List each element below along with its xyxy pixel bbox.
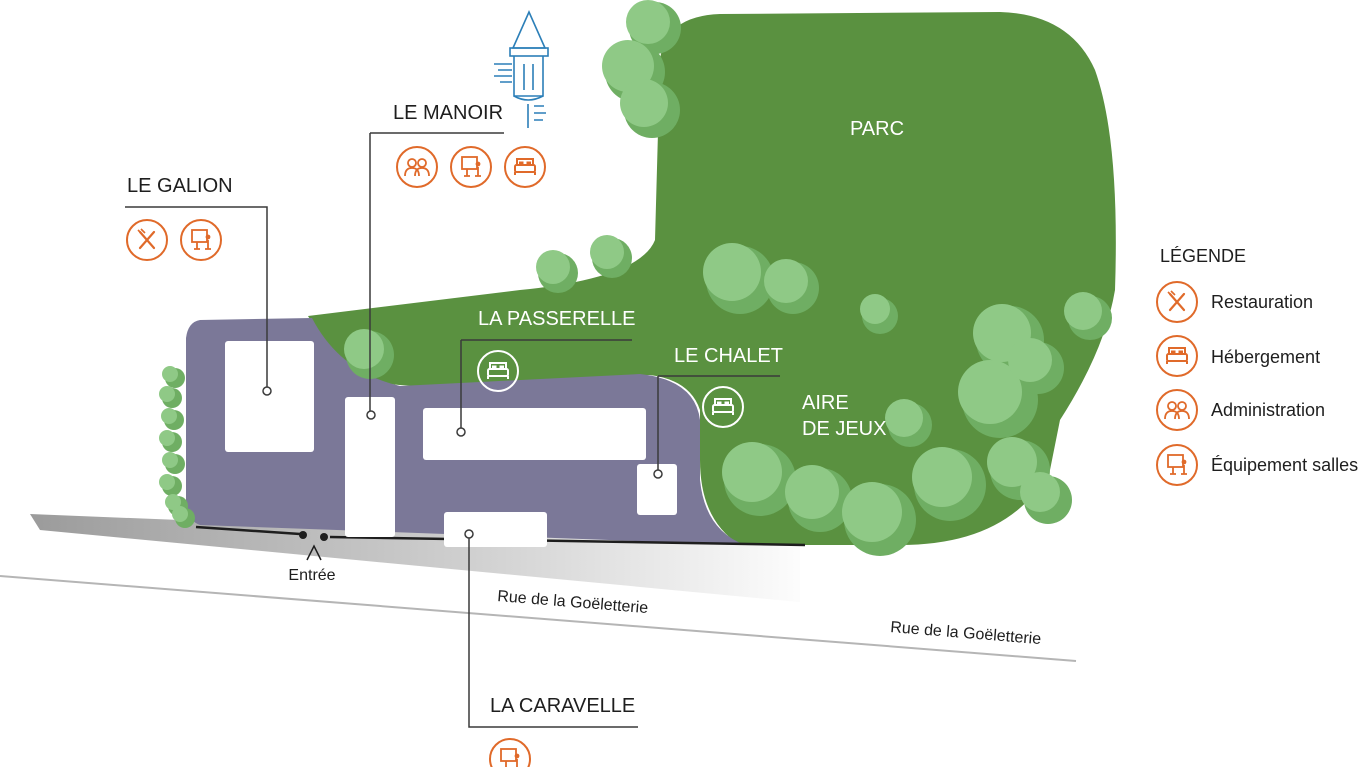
fence-line <box>195 525 806 547</box>
caravelle-icons <box>489 738 531 767</box>
road-edge-line <box>0 575 1077 662</box>
label-aire-line1: AIRE <box>802 392 849 414</box>
trees <box>159 0 1112 556</box>
bed-icon <box>477 350 519 392</box>
people-icon <box>396 146 438 188</box>
label-chalet: LE CHALET <box>674 345 783 367</box>
label-caravelle: LA CARAVELLE <box>490 695 635 717</box>
presentation-icon <box>489 738 531 767</box>
presentation-icon <box>180 219 222 261</box>
building-galion[interactable] <box>225 341 314 452</box>
bed-icon <box>1156 335 1198 377</box>
label-galion: LE GALION <box>127 175 233 197</box>
label-parc: PARC <box>850 118 904 140</box>
building-chalet[interactable] <box>637 464 677 515</box>
manoir-icons <box>396 146 546 188</box>
building-passerelle[interactable] <box>423 408 646 460</box>
label-aire-line2: DE JEUX <box>802 418 886 440</box>
manor-tower-icon <box>494 10 549 128</box>
bed-icon <box>504 146 546 188</box>
street-label-1: Rue de la Goëletterie <box>497 588 649 617</box>
leader-lines <box>125 132 780 728</box>
legend-label-hebergement: Hébergement <box>1211 347 1320 367</box>
building-markers <box>262 386 663 539</box>
legend: LÉGENDE Restauration Hébergement Adminis… <box>1156 246 1358 486</box>
presentation-icon <box>1156 444 1198 486</box>
label-passerelle: LA PASSERELLE <box>478 308 636 330</box>
passerelle-icons <box>477 350 519 392</box>
entrance-marker[interactable] <box>299 531 328 561</box>
legend-label-restauration: Restauration <box>1211 292 1313 312</box>
building-manoir[interactable] <box>345 397 395 537</box>
label-entrance: Entrée <box>288 567 335 584</box>
street-label-2: Rue de la Goëletterie <box>890 619 1042 648</box>
galion-icons <box>126 219 222 261</box>
presentation-icon <box>450 146 492 188</box>
legend-title: LÉGENDE <box>1160 246 1246 266</box>
legend-label-equipement: Équipement salles <box>1211 455 1358 475</box>
bed-icon <box>702 386 744 428</box>
legend-label-administration: Administration <box>1211 400 1325 420</box>
people-icon <box>1156 389 1198 431</box>
chalet-icons <box>702 386 744 428</box>
road-band <box>30 514 820 604</box>
label-manoir: LE MANOIR <box>393 102 503 124</box>
building-caravelle[interactable] <box>444 512 547 547</box>
